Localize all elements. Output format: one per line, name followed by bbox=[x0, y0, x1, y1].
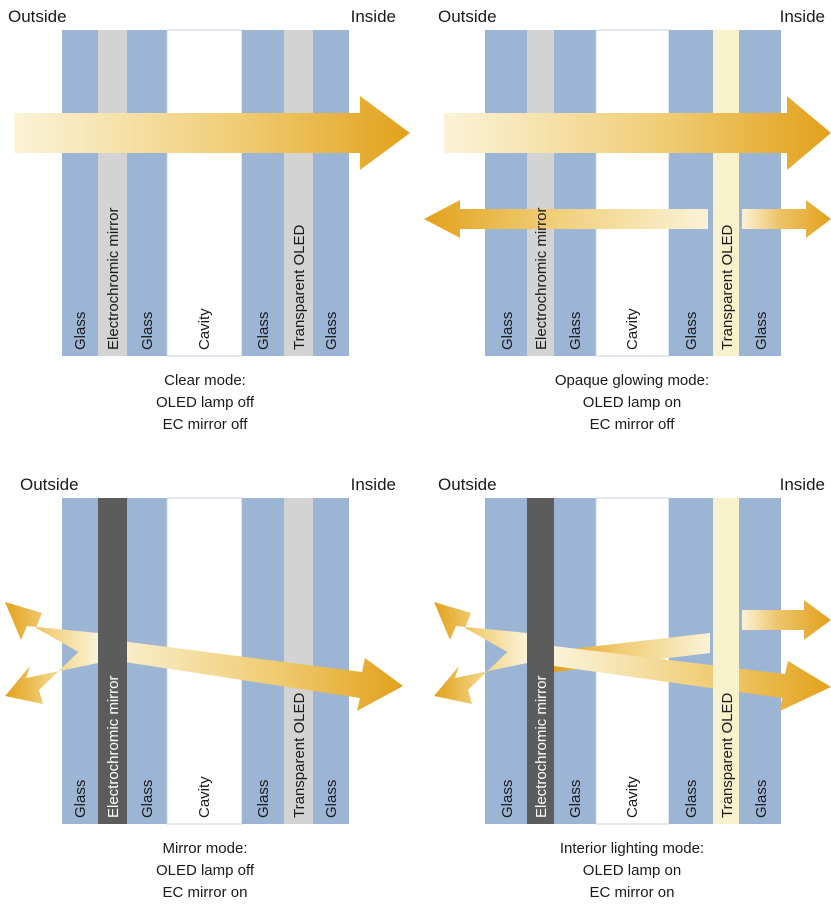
panel-interior-lighting-mode: Outside Inside Glass Electrochromic mirr… bbox=[420, 468, 831, 908]
layer-label-glass: Glass bbox=[323, 312, 340, 350]
layer-label-electrochromic-mirror: Electrochromic mirror bbox=[105, 207, 122, 350]
transparent-oled-layer bbox=[284, 498, 313, 824]
caption-oled-state: OLED lamp off bbox=[155, 862, 255, 879]
layer-label-glass: Glass bbox=[72, 780, 89, 818]
caption-mode: Clear mode: bbox=[164, 372, 246, 389]
mode-caption: Clear mode: OLED lamp off EC mirror off bbox=[5, 370, 405, 436]
glass-layer bbox=[739, 30, 781, 356]
inside-label: Inside bbox=[351, 7, 396, 26]
layer-label-glass: Glass bbox=[683, 312, 700, 350]
inside-label: Inside bbox=[351, 475, 396, 494]
glass-layer bbox=[739, 498, 781, 824]
layer-label-glass: Glass bbox=[567, 780, 584, 818]
layer-label-transparent-oled: Transparent OLED bbox=[291, 693, 308, 818]
outside-label: Outside bbox=[20, 475, 79, 494]
panel-diagram: Outside Inside Glass Electrochromic mirr… bbox=[8, 7, 410, 357]
light-arrow bbox=[444, 96, 831, 170]
layer-label-transparent-oled: Transparent OLED bbox=[719, 225, 736, 350]
outside-label: Outside bbox=[438, 7, 497, 26]
layer-label-glass: Glass bbox=[255, 780, 272, 818]
electrochromic-mirror-layer bbox=[98, 30, 127, 356]
transparent-oled-layer bbox=[284, 30, 313, 356]
cavity-layer bbox=[166, 29, 243, 357]
light-arrow bbox=[434, 602, 527, 663]
panel-diagram: Outside Inside Glass Electrochromic mirr… bbox=[424, 7, 831, 357]
electrochromic-mirror-layer bbox=[98, 498, 127, 824]
mode-caption: Opaque glowing mode: OLED lamp on EC mir… bbox=[432, 370, 831, 436]
caption-mirror-state: EC mirror off bbox=[589, 416, 675, 433]
electrochromic-mirror-layer bbox=[527, 30, 554, 356]
glass-layer bbox=[62, 30, 98, 356]
glass-layer bbox=[554, 30, 596, 356]
panel-diagram: Outside Inside Glass Electrochromic mirr… bbox=[434, 475, 831, 825]
layer-label-glass: Glass bbox=[323, 780, 340, 818]
panel-opaque-glowing-mode: Outside Inside Glass Electrochromic mirr… bbox=[420, 0, 831, 440]
transparent-oled-layer bbox=[713, 30, 739, 356]
light-arrow bbox=[98, 638, 403, 711]
layer-label-electrochromic-mirror: Electrochromic mirror bbox=[533, 207, 550, 350]
caption-oled-state: OLED lamp on bbox=[582, 394, 682, 411]
glass-layer bbox=[485, 30, 527, 356]
panel-diagram: Outside Inside Glass Electrochromic mirr… bbox=[5, 475, 403, 825]
caption-mode: Mirror mode: bbox=[162, 840, 248, 857]
outside-label: Outside bbox=[8, 7, 67, 26]
caption-mirror-state: EC mirror off bbox=[162, 416, 248, 433]
panel-mirror-mode: Outside Inside Glass Electrochromic mirr… bbox=[0, 468, 403, 908]
layer-label-glass: Glass bbox=[499, 312, 516, 350]
layer-label-glass: Glass bbox=[499, 780, 516, 818]
outside-label: Outside bbox=[438, 475, 497, 494]
layer-label-glass: Glass bbox=[567, 312, 584, 350]
light-arrow bbox=[554, 646, 831, 711]
inside-label: Inside bbox=[780, 7, 825, 26]
caption-mirror-state: EC mirror on bbox=[162, 884, 248, 901]
panel-clear-mode: Outside Inside Glass Electrochromic mirr… bbox=[0, 0, 410, 440]
glass-layer bbox=[313, 498, 349, 824]
light-arrow bbox=[5, 602, 98, 663]
layer-label-glass: Glass bbox=[139, 312, 156, 350]
caption-oled-state: OLED lamp off bbox=[155, 394, 255, 411]
glass-layer bbox=[669, 30, 713, 356]
mode-caption: Mirror mode: OLED lamp off EC mirror on bbox=[5, 838, 405, 904]
layer-label-electrochromic-mirror: Electrochromic mirror bbox=[533, 675, 550, 818]
transparent-oled-layer bbox=[713, 498, 739, 824]
light-arrow bbox=[5, 633, 98, 704]
layer-label-glass: Glass bbox=[255, 312, 272, 350]
layer-label-glass: Glass bbox=[753, 312, 770, 350]
layer-label-transparent-oled: Transparent OLED bbox=[719, 693, 736, 818]
light-arrow bbox=[424, 200, 708, 238]
light-arrow bbox=[742, 200, 831, 238]
layer-label-cavity: Cavity bbox=[624, 776, 641, 818]
layer-label-glass: Glass bbox=[683, 780, 700, 818]
caption-mode: Interior lighting mode: bbox=[559, 840, 705, 857]
layer-label-glass: Glass bbox=[753, 780, 770, 818]
inside-label: Inside bbox=[780, 475, 825, 494]
electrochromic-mirror-layer bbox=[527, 498, 554, 824]
layer-label-glass: Glass bbox=[139, 780, 156, 818]
mode-caption: Interior lighting mode: OLED lamp on EC … bbox=[432, 838, 831, 904]
layer-label-electrochromic-mirror: Electrochromic mirror bbox=[105, 675, 122, 818]
layer-label-cavity: Cavity bbox=[196, 776, 213, 818]
layer-label-glass: Glass bbox=[72, 312, 89, 350]
cavity-layer bbox=[595, 29, 670, 357]
caption-mirror-state: EC mirror on bbox=[589, 884, 675, 901]
layer-label-cavity: Cavity bbox=[624, 308, 641, 350]
light-arrow bbox=[742, 600, 831, 640]
layer-label-transparent-oled: Transparent OLED bbox=[291, 225, 308, 350]
glass-layer bbox=[313, 30, 349, 356]
light-arrow bbox=[14, 96, 410, 170]
light-arrow bbox=[434, 633, 527, 704]
caption-mode: Opaque glowing mode: bbox=[554, 372, 710, 389]
layer-label-cavity: Cavity bbox=[196, 308, 213, 350]
glass-layer bbox=[242, 30, 284, 356]
caption-oled-state: OLED lamp on bbox=[582, 862, 682, 879]
glass-layer bbox=[127, 30, 167, 356]
